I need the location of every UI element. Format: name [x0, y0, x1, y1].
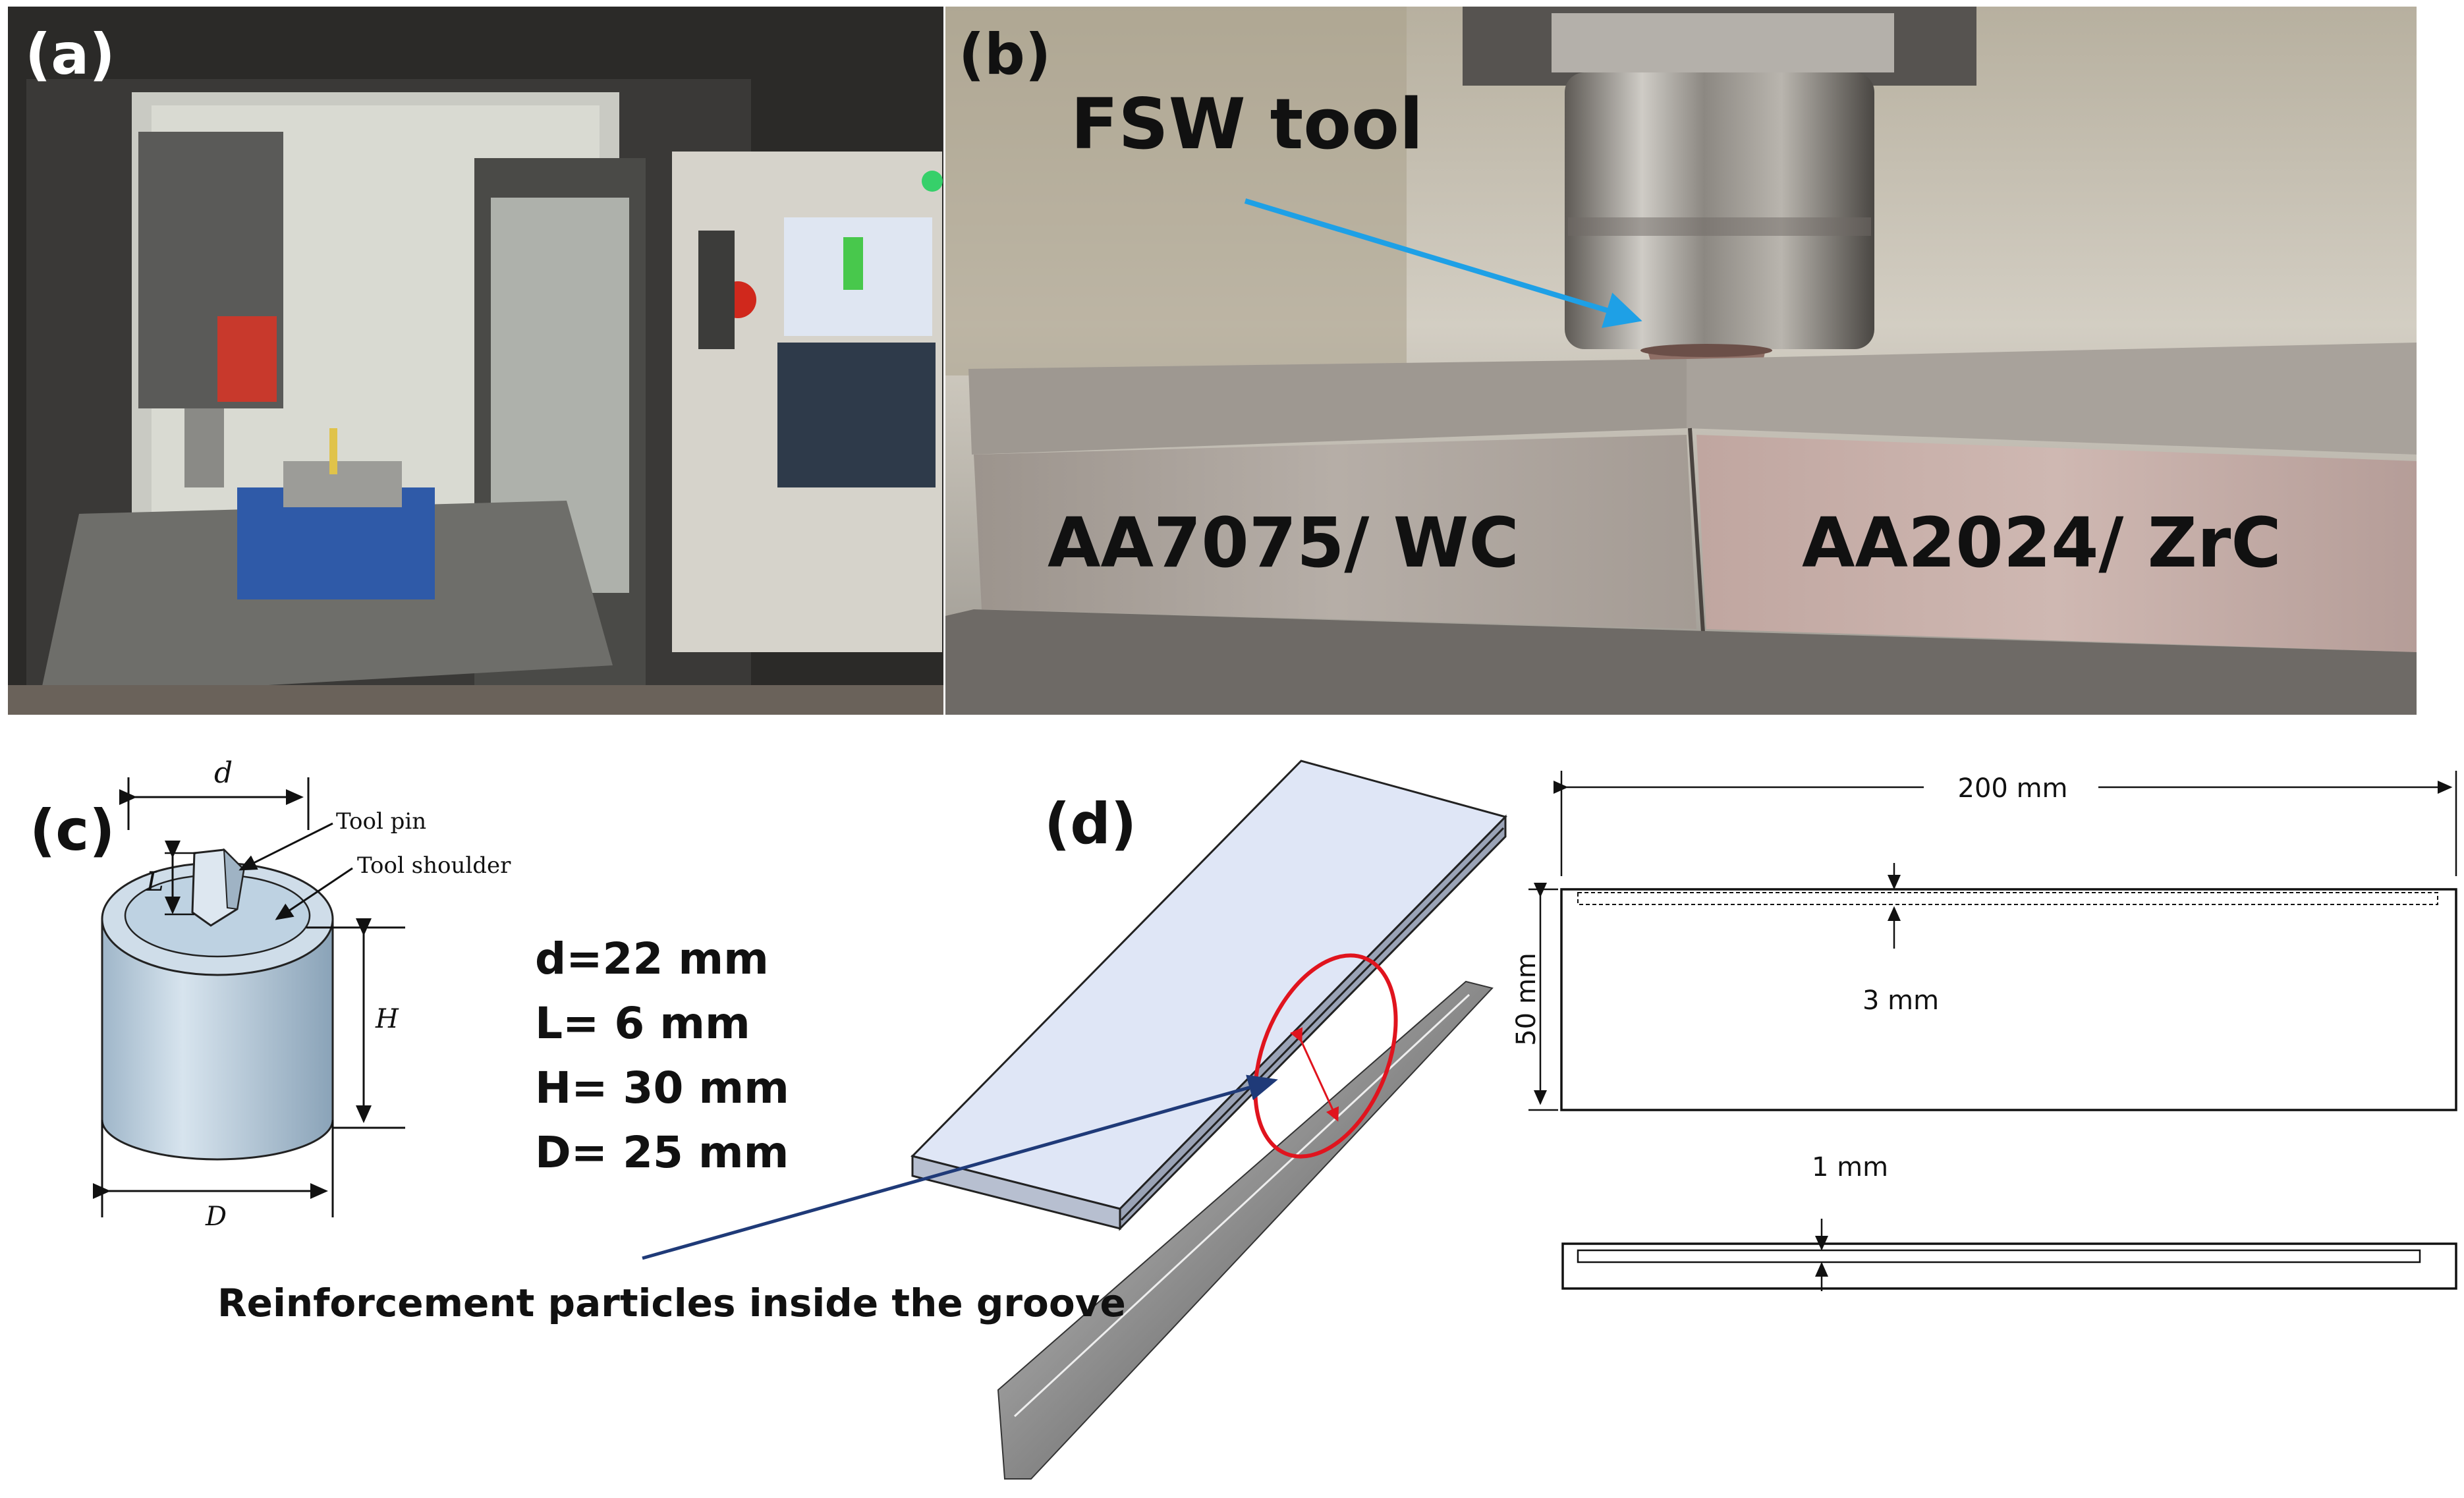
groove-callout-text: Reinforcement particles inside the groov…: [217, 1281, 1126, 1325]
dim-d-label: d: [214, 756, 233, 790]
panel-c-label: (c): [30, 798, 115, 864]
panel-a-photo: [8, 7, 943, 715]
dim-groove-depth-label: 3 mm: [1862, 985, 1939, 1016]
groove-line: [1120, 827, 1505, 1221]
groove-highlight-ellipse: [1253, 953, 1398, 1159]
bar-groove-line: [1013, 993, 1470, 1418]
dim-l-label: L: [146, 867, 164, 897]
spec-line: L= 6 mm: [535, 998, 750, 1049]
callout-tool-pin: Tool pin: [336, 808, 426, 835]
panel-b-label: (b): [959, 22, 1051, 88]
left-plate-label: AA7075/ WC: [1048, 503, 1519, 583]
right-plate-label: AA2024/ ZrC: [1802, 503, 2282, 583]
spec-line: D= 25 mm: [535, 1127, 789, 1178]
callout-tool-shoulder: Tool shoulder: [357, 852, 511, 879]
callout-tool-shoulder-leader: [275, 867, 353, 920]
plate-drawing-side-view: 1 mm: [1561, 1152, 2457, 1291]
dim-big-d-label: D: [205, 1202, 227, 1232]
groove-outline-dashed: [1577, 892, 2438, 905]
callout-tool-pin-leader: [238, 822, 333, 871]
tool-specs-list: d=22 mm L= 6 mm H= 30 mm D= 25 mm: [535, 933, 789, 1178]
panel-d-label: (d): [1044, 791, 1136, 857]
groove-callout-arrow: [642, 1074, 1278, 1260]
groove-highlight-arrow: [1289, 1027, 1339, 1122]
tool-cylinder: [101, 848, 334, 1161]
dim-h-label: H: [375, 1004, 399, 1034]
panel-b-photo: [945, 7, 2417, 715]
fsw-tool-label: FSW tool: [1071, 84, 1423, 165]
plate-outline-top: [1560, 888, 2457, 1111]
plate-outline-side: [1561, 1242, 2457, 1290]
panel-a-label: (a): [25, 22, 115, 88]
groove-outline-side: [1577, 1249, 2421, 1263]
dim-length-label: 200 mm: [1958, 773, 2068, 804]
spec-line: H= 30 mm: [535, 1063, 789, 1113]
dim-groove-width-label: 1 mm: [1812, 1152, 1888, 1182]
dim-width-label: 50 mm: [1511, 953, 1542, 1046]
fsw-tool-arrow: [1244, 198, 1642, 328]
spec-line: d=22 mm: [535, 933, 769, 984]
plate-drawing-top-view: 200 mm 3 mm 50 mm: [1511, 771, 2457, 1111]
grooved-plate-3d: [910, 760, 1507, 1231]
